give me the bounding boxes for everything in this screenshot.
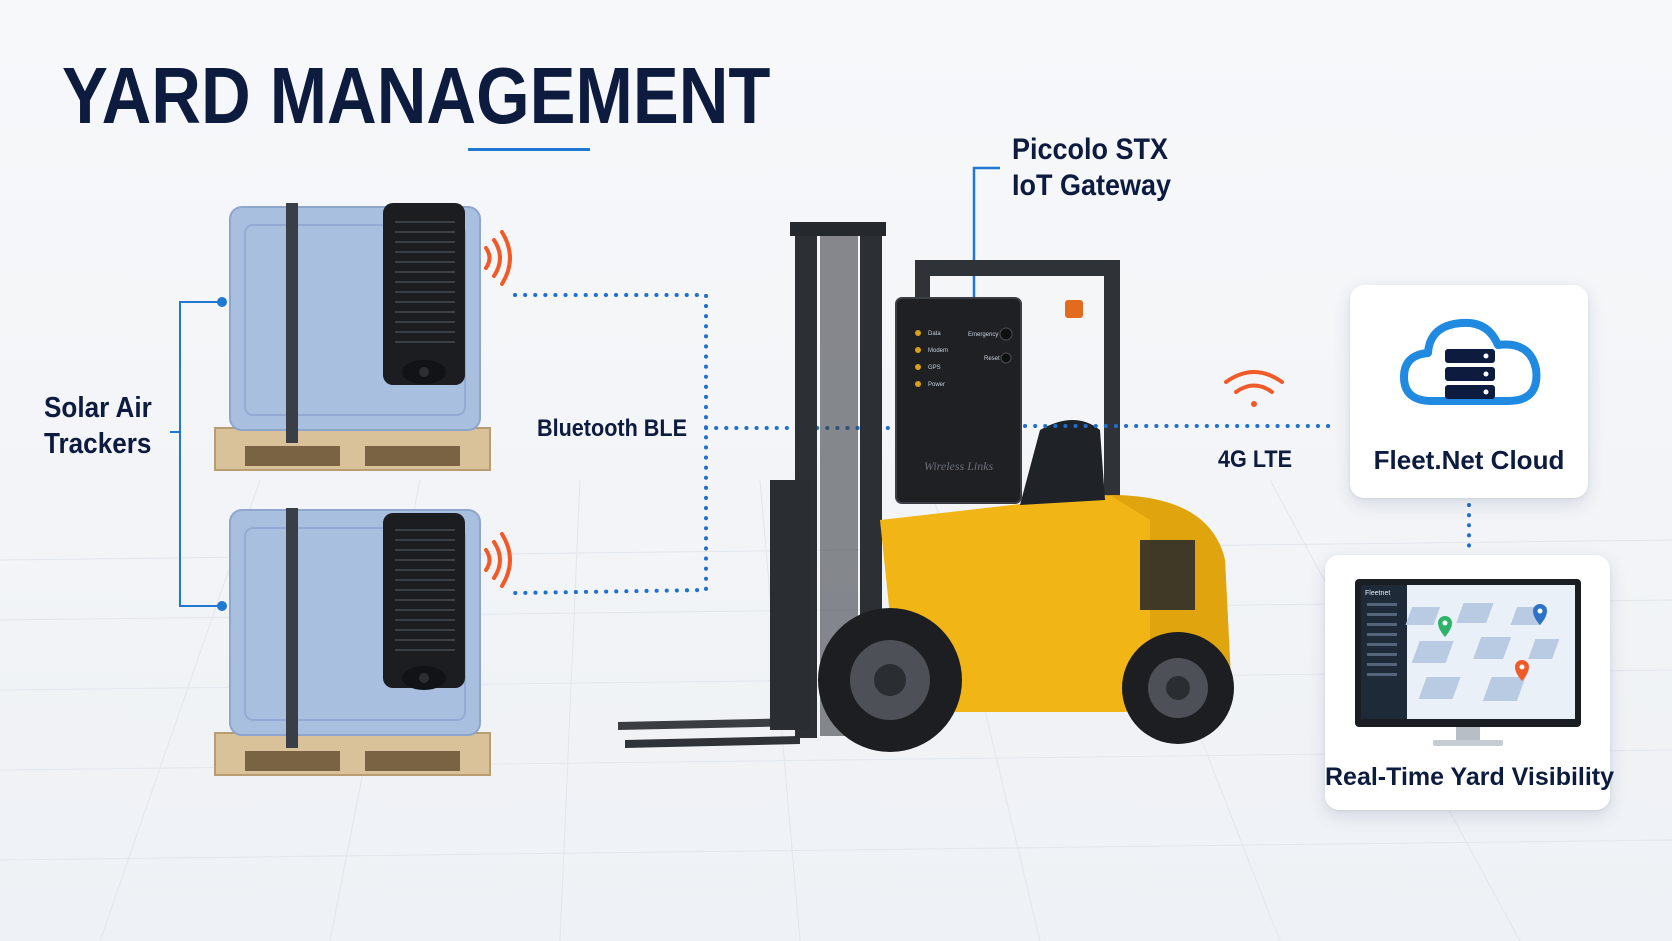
map-pin-icon	[1515, 660, 1529, 681]
lte-label: 4G LTE	[1218, 446, 1293, 473]
solar-trackers-label: Solar Air Trackers	[44, 390, 152, 462]
title-underline	[468, 148, 590, 151]
cloud-card: Fleet.Net Cloud	[1350, 285, 1588, 498]
monitor-icon: Fleetnet	[1355, 579, 1581, 746]
forklift	[618, 222, 1234, 752]
led-label: GPS	[928, 365, 941, 371]
gateway-pointer	[972, 166, 1000, 298]
wifi-icon	[1224, 370, 1284, 407]
lte-dotted-path	[1023, 424, 1471, 552]
device-brand: Wireless Links	[924, 459, 994, 473]
led-label: Power	[928, 382, 945, 388]
signal-waves-icon	[484, 230, 512, 286]
led-label: Modem	[928, 348, 948, 354]
solar-trackers-line1: Solar Air	[44, 392, 152, 424]
map-pin-icon	[1533, 604, 1547, 625]
cloud-label: Fleet.Net Cloud	[1373, 445, 1565, 475]
bluetooth-label: Bluetooth BLE	[537, 415, 687, 442]
visibility-card: Fleetnet	[1325, 555, 1615, 810]
map-pin-icon	[1438, 616, 1452, 637]
button-label: Emergency	[968, 332, 998, 338]
crate-bottom	[214, 508, 491, 776]
tracker-bracket	[170, 301, 222, 607]
page-title: YARD MANAGEMENT	[62, 51, 771, 140]
button-label: Reset	[984, 356, 1000, 362]
gateway-line2: IoT Gateway	[1012, 169, 1172, 202]
bracket-dot-bottom	[217, 601, 227, 611]
bracket-dot-top	[217, 297, 227, 307]
signal-waves-icon	[484, 532, 512, 588]
dashboard-app-name: Fleetnet	[1365, 590, 1390, 597]
cloud-server-icon	[1400, 318, 1541, 405]
led-label: Data	[928, 331, 941, 337]
gateway-device: Data Modem GPS Power Emergency Reset Wir…	[895, 297, 1022, 504]
crate-top	[214, 203, 491, 471]
visibility-label: Real-Time Yard Visibility	[1325, 763, 1615, 791]
solar-trackers-line2: Trackers	[44, 428, 152, 460]
gateway-line1: Piccolo STX	[1012, 133, 1169, 166]
gateway-label: Piccolo STX IoT Gateway	[1012, 132, 1171, 204]
